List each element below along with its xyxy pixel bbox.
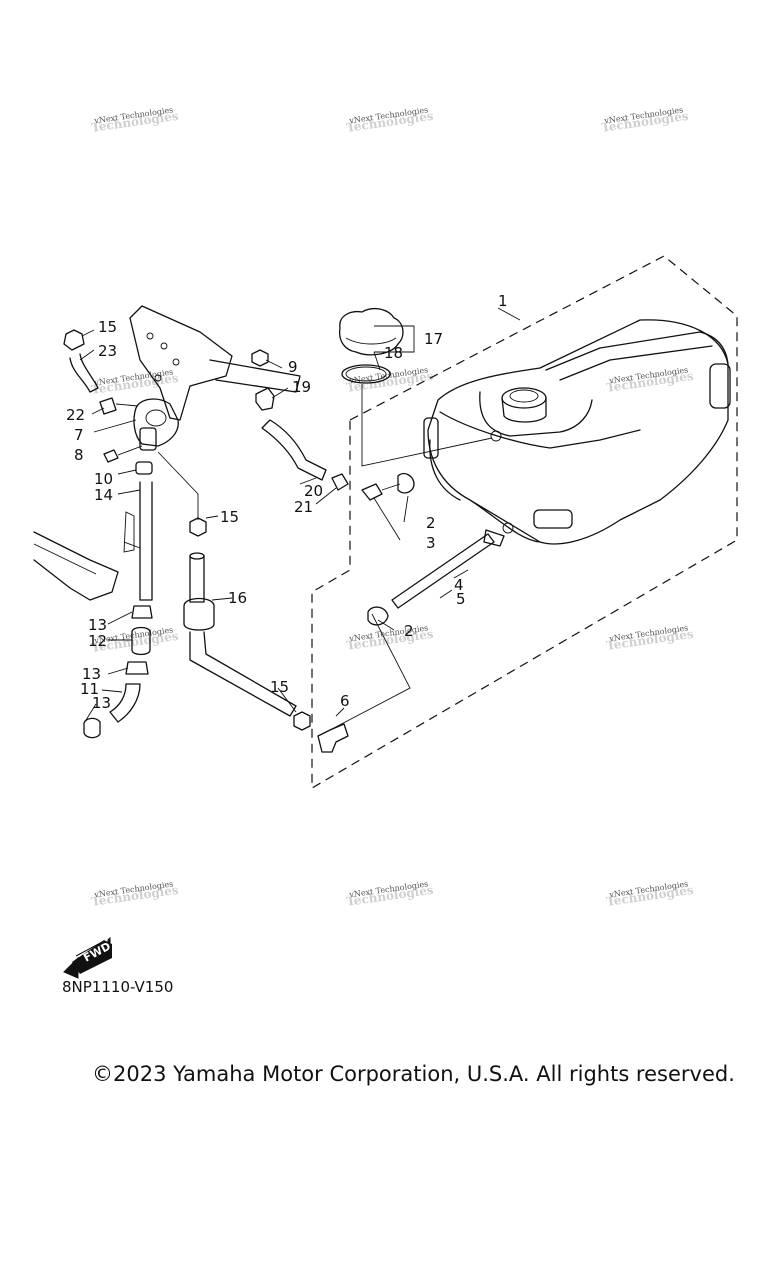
hose-clip [331, 473, 349, 491]
assembly-boundary [311, 255, 738, 790]
callout-7: 7 [74, 426, 84, 444]
callout-3: 3 [426, 534, 436, 552]
callout-18: 18 [384, 344, 403, 362]
diagram-code: 8NP1110-V150 [62, 978, 174, 996]
callout-15-middle: 15 [220, 508, 239, 526]
leader-lines [79, 307, 521, 721]
callout-15-top: 15 [98, 318, 117, 336]
fuel-hose-elbow [189, 631, 297, 717]
callout-14: 14 [94, 486, 113, 504]
fuel-pipe [391, 533, 495, 609]
fuel-hose-lower [109, 683, 141, 723]
callout-2-lower: 2 [404, 622, 414, 640]
fuel-hose-center [189, 555, 205, 603]
fuel-filler-neck [501, 387, 547, 409]
callout-1: 1 [498, 292, 508, 310]
callout-15-lower: 15 [270, 678, 289, 696]
grommet [397, 472, 415, 494]
breather-hose [261, 419, 327, 481]
fuel-filter [131, 626, 151, 656]
watermark: Technologies vNext Technologies [90, 367, 179, 396]
callout-22: 22 [66, 406, 85, 424]
inline-fuel-filter [183, 597, 215, 631]
mounting-bracket [129, 305, 301, 421]
forward-direction-icon: FWD [63, 936, 113, 979]
hose-cap [63, 329, 85, 351]
hose-clip [99, 397, 117, 415]
callout-13-middle: 13 [82, 665, 101, 683]
callout-5: 5 [456, 590, 466, 608]
hose-cap [293, 711, 311, 731]
vent-hose [69, 353, 99, 393]
watermark: Technologies vNext Technologies [605, 623, 694, 652]
nut [251, 349, 269, 367]
callout-8: 8 [74, 446, 84, 464]
callout-6: 6 [340, 692, 350, 710]
callout-10: 10 [94, 470, 113, 488]
callout-4: 4 [454, 576, 464, 594]
watermark: Technologies vNext Technologies [345, 105, 434, 134]
bolt [103, 449, 119, 463]
hose-clamp [125, 661, 149, 675]
callout-12: 12 [88, 632, 107, 650]
watermark: Technologies vNext Technologies [90, 879, 179, 908]
watermark: Technologies vNext Technologies [605, 365, 694, 394]
fuel-tank [423, 319, 731, 545]
watermark: Technologies vNext Technologies [605, 879, 694, 908]
fuel-hose-left [139, 481, 153, 601]
copyright-notice: ©2023 Yamaha Motor Corporation, U.S.A. A… [92, 1062, 735, 1086]
watermark: Technologies vNext Technologies [90, 105, 179, 134]
callout-13: 13 [88, 616, 107, 634]
fuel-cap [338, 307, 404, 356]
callout-13-lower: 13 [92, 694, 111, 712]
callout-17: 17 [424, 330, 443, 348]
callout-21: 21 [294, 498, 313, 516]
watermark: Technologies vNext Technologies [600, 105, 689, 134]
callout-19: 19 [292, 378, 311, 396]
grommet [255, 387, 275, 411]
callout-2: 2 [426, 514, 436, 532]
callout-16: 16 [228, 589, 247, 607]
watermark-group: Technologies vNext Technologies Technolo… [90, 105, 694, 908]
fuel-cap-gasket [341, 364, 391, 384]
vent-fitting [361, 483, 383, 501]
callout-23: 23 [98, 342, 117, 360]
grommet [367, 606, 389, 626]
hose-clamp [131, 605, 153, 619]
callout-labels: 1 2 3 2 4 5 6 7 8 9 10 11 12 13 13 13 14… [66, 292, 508, 712]
watermark: Technologies vNext Technologies [345, 365, 434, 394]
frame-section [33, 531, 119, 601]
fuel-cock [133, 398, 179, 451]
callout-9: 9 [288, 358, 298, 376]
watermark: Technologies vNext Technologies [345, 879, 434, 908]
callout-20: 20 [304, 482, 323, 500]
callout-11: 11 [80, 680, 99, 698]
hose-cap [189, 517, 207, 537]
